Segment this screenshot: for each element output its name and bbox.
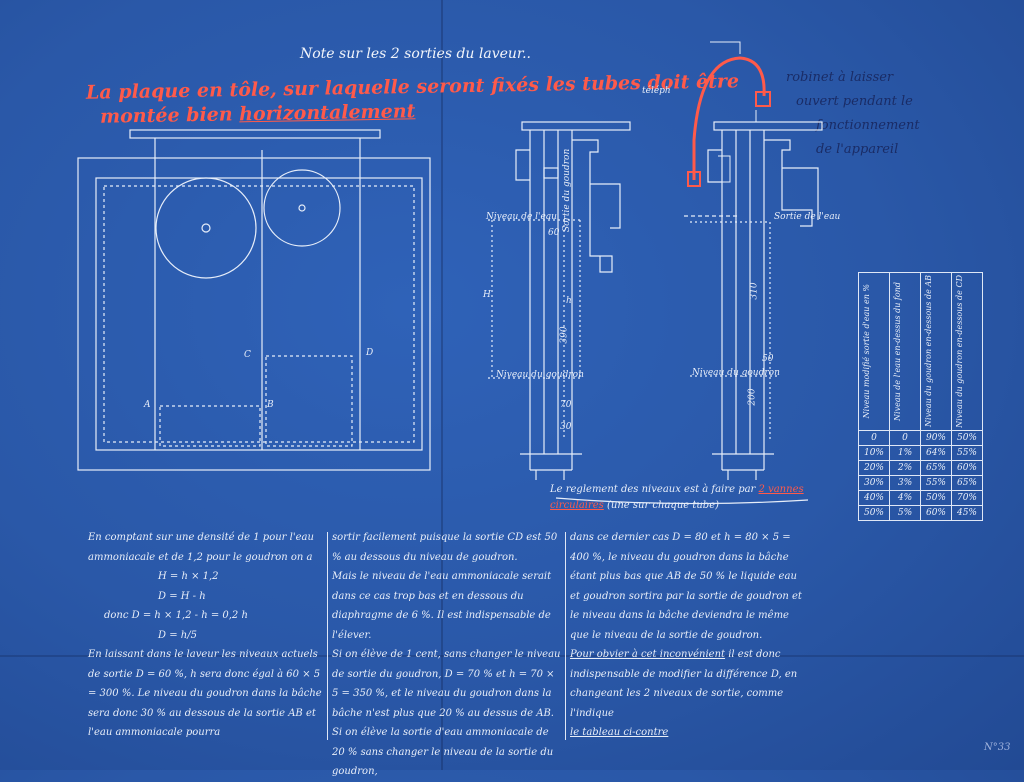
paragraph: dans ce dernier cas D = 80 et h = 80 × 5… [570, 532, 802, 641]
table-header-cell: Niveau du goudron en-dessous de CD [951, 272, 983, 431]
table-header-cell: Niveau du goudron en-dessous de AB [920, 272, 952, 431]
paragraph: En comptant sur une densité de 1 pour l'… [88, 532, 314, 563]
plan-top-plate [129, 129, 381, 139]
column-separator [327, 532, 328, 740]
label-c: C [244, 350, 251, 360]
dim-30: 30 [560, 422, 572, 432]
paragraph: Si on élève la sortie d'eau ammoniacale … [332, 727, 554, 777]
red-valve-pipe [687, 56, 771, 187]
paragraph: Pour obvier à cet inconvénient il est do… [570, 649, 798, 719]
dim-200: 200 [747, 388, 758, 406]
blue-note-line2: ouvert pendant le [796, 94, 913, 109]
blue-note-line1: robinet à laisser [786, 70, 894, 85]
table-row: 40%4%50%70% [858, 489, 983, 506]
dim-310: 310 [749, 282, 760, 300]
equation: H = h × 1,2 [158, 571, 219, 582]
paragraph: Mais le niveau de l'eau ammoniacale sera… [332, 571, 552, 641]
label-sortie-goudron: Sortie du goudron [562, 148, 572, 232]
paper-fold-vertical [441, 0, 443, 770]
table-row: 20%2%65%60% [858, 459, 983, 476]
levels-table: Niveau modifié sortie d'eau en % Niveau … [858, 272, 983, 521]
table-row: 50%5%60%45% [858, 504, 983, 521]
text-column-2: sortir facilement puisque la sortie CD e… [332, 528, 562, 782]
table-row: 10%1%64%55% [858, 444, 983, 461]
section2-top-plate [713, 121, 823, 131]
table-header-cell: Niveau modifié sortie d'eau en % [858, 272, 890, 431]
document-number: N°33 [984, 742, 1011, 753]
section2-eau-outlet [782, 167, 819, 220]
table-header-row: Niveau modifié sortie d'eau en % Niveau … [858, 272, 983, 431]
table-header-cell: Niveau de l'eau en-dessus du fond [889, 272, 921, 431]
telephone-label: téléph [642, 86, 671, 96]
table-row: 30%3%55%65% [858, 474, 983, 491]
blue-note-line4: de l'appareil [816, 142, 899, 157]
plan-dashed-box-ab [159, 405, 261, 447]
plan-dashed-outline [103, 185, 415, 443]
label-h: h [566, 296, 572, 306]
dim-390: 390 [559, 326, 570, 344]
text-column-3: dans ce dernier cas D = 80 et h = 80 × 5… [570, 528, 806, 743]
section1-goudron-outlet [590, 183, 621, 229]
section1-top-plate [521, 121, 631, 131]
label-sortie-eau: Sortie de l'eau [774, 212, 841, 222]
label-d: D [366, 348, 374, 358]
paragraph: le tableau ci-contre [570, 727, 669, 738]
paragraph: sortir facilement puisque la sortie CD e… [332, 532, 558, 563]
plan-circle-small-center [298, 204, 306, 212]
label-b: B [267, 400, 274, 410]
plan-inner-frame [95, 177, 423, 451]
label-H: H [483, 290, 491, 300]
blue-note-line3: fonctionnement [816, 118, 920, 133]
label-a: A [144, 400, 151, 410]
plan-circle-large [155, 177, 257, 279]
section1-left-flange [515, 149, 530, 181]
column-separator [565, 532, 566, 740]
equation: D = H - h [158, 590, 206, 602]
text-column-1: En comptant sur une densité de 1 pour l'… [88, 528, 324, 743]
label-niveau-goudron-2: Niveau du goudron [692, 368, 780, 378]
plan-circle-large-center [201, 223, 211, 233]
plan-outer-frame [77, 157, 431, 471]
paragraph: En laissant dans le laveur les niveaux a… [88, 649, 322, 738]
page-title: Note sur les 2 sorties du laveur.. [300, 46, 531, 62]
label-niveau-goudron: Niveau du goudron [496, 370, 584, 380]
equation: donc D = h × 1,2 - h = 0,2 h [104, 610, 248, 621]
equation: D = h/5 [158, 629, 197, 641]
plan-circle-small [263, 169, 341, 247]
dim-50: 50 [762, 354, 774, 364]
regulation-caption: Le reglement des niveaux est à faire par… [550, 484, 804, 511]
dim-60: 60 [548, 228, 560, 238]
label-niveau-eau: Niveau de l'eau [486, 212, 557, 222]
plan-dashed-box-cd [265, 355, 353, 447]
paper-fold-horizontal [0, 655, 1024, 657]
dim-70: 70 [560, 400, 572, 410]
paragraph: Si on élève de 1 cent, sans changer le n… [332, 649, 561, 719]
